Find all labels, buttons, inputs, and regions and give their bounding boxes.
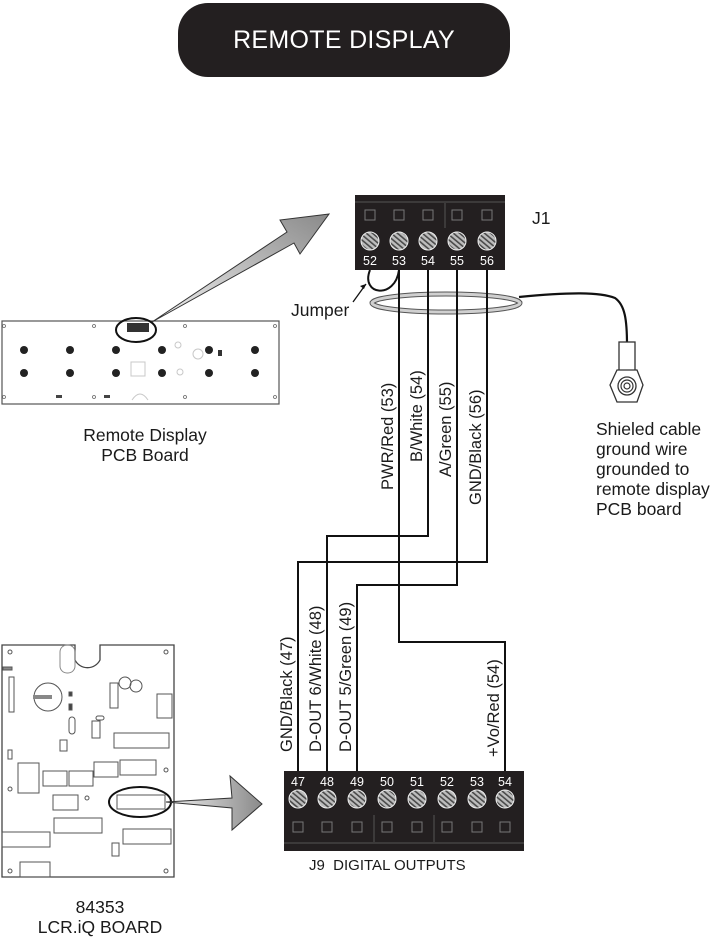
shield-ground-wire (518, 292, 629, 346)
wire-label: +Vo/Red (54) (485, 659, 503, 757)
j9-terminal-number: 50 (380, 775, 394, 789)
j1-highlight-ellipse (115, 317, 157, 343)
j1-terminal-number: 52 (363, 254, 377, 268)
ground-lug-icon (609, 341, 644, 403)
wire-label: D-OUT 6/White (48) (307, 606, 325, 752)
shield-note-line: PCB board (596, 499, 682, 519)
wire-label: GND/Black (56) (467, 389, 485, 505)
j9-terminal-54: 54 (495, 775, 515, 833)
jumper-wire (367, 269, 400, 292)
j9-terminal-48: 48 (317, 775, 337, 833)
pointer-arrow-icon (151, 213, 331, 323)
remote-display-pcb (1, 317, 280, 405)
lcr-board-label: 84353 LCR.iQ BOARD (0, 897, 200, 937)
j9-terminal-51: 51 (407, 775, 427, 833)
wire-label: A/Green (55) (437, 382, 455, 477)
j9-terminal-block (284, 771, 524, 851)
j1-label: J1 (532, 208, 550, 228)
jumper-label: Jumper (291, 300, 350, 320)
lcr-iq-board (1, 644, 175, 878)
wire-label: B/White (54) (408, 370, 426, 462)
page-title: REMOTE DISPLAY (233, 25, 455, 54)
screw-icon (418, 231, 438, 251)
remote-pcb-label: Remote Display PCB Board (60, 425, 230, 465)
j1-terminal-number: 55 (450, 254, 464, 268)
j9-terminal-47: 47 (288, 775, 308, 833)
shield-note-line: ground wire (596, 439, 688, 459)
screw-icon (377, 789, 397, 809)
j1-terminal-54: 54 (418, 209, 438, 268)
j1-terminal-number: 54 (421, 254, 435, 268)
screw-icon (437, 789, 457, 809)
shield-note-line: Shieled cable (596, 419, 702, 439)
screw-icon (288, 789, 308, 809)
wire-56-to-47 (297, 270, 488, 771)
j1-terminal-56: 56 (477, 209, 497, 268)
j9-terminal-number: 48 (320, 775, 334, 789)
j9-terminal-50: 50 (377, 775, 397, 833)
screw-icon (317, 789, 337, 809)
j1-terminal-number: 56 (480, 254, 494, 268)
j9-terminal-number: 49 (350, 775, 364, 789)
j9-terminal-number: 52 (440, 775, 454, 789)
j9-terminal-number: 47 (291, 775, 305, 789)
j9-terminal-52: 52 (437, 775, 457, 833)
screw-icon (447, 231, 467, 251)
j9-terminal-number: 53 (470, 775, 484, 789)
j1-terminal-55: 55 (447, 209, 467, 268)
wire-55-to-49 (356, 270, 458, 771)
j9-terminal-number: 54 (498, 775, 512, 789)
j9-terminal-49: 49 (347, 775, 367, 833)
j9-label: J9 DIGITAL OUTPUTS (309, 857, 466, 874)
j9-terminal-53: 53 (467, 775, 487, 833)
wire-label: PWR/Red (53) (379, 383, 397, 490)
shield-ring (370, 292, 522, 314)
title-banner: REMOTE DISPLAY (178, 3, 510, 77)
lcr-board-label-line2: LCR.iQ BOARD (37, 917, 163, 937)
screw-icon (477, 231, 497, 251)
screw-icon (467, 789, 487, 809)
shield-note-line: remote display (596, 479, 710, 499)
j1-terminal-52: 52 (360, 209, 380, 268)
pointer-arrow-icon (165, 774, 263, 832)
j1-terminal-number: 53 (392, 254, 406, 268)
remote-pcb-label-line1: Remote Display (83, 425, 207, 445)
j1-terminal-53: 53 (389, 209, 409, 268)
remote-pcb-label-line2: PCB Board (101, 445, 189, 465)
wire-53-to-54 (398, 270, 506, 771)
shield-note: Shieled cable ground wire grounded to re… (596, 419, 710, 519)
shield-note-line: grounded to (596, 459, 690, 479)
screw-icon (495, 789, 515, 809)
screw-icon (347, 789, 367, 809)
wire-label: GND/Black (47) (278, 636, 296, 752)
wire-label: D-OUT 5/Green (49) (337, 602, 355, 752)
j9-terminal-number: 51 (410, 775, 424, 789)
screw-icon (407, 789, 427, 809)
screw-icon (389, 231, 409, 251)
j9-highlight-ellipse (108, 786, 172, 818)
screw-icon (360, 231, 380, 251)
lcr-board-label-line1: 84353 (75, 897, 125, 917)
wire-54-to-48 (326, 270, 429, 771)
